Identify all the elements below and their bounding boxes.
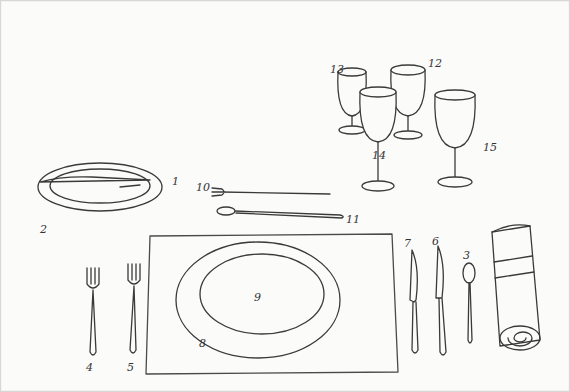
callout-number: 3	[463, 250, 470, 262]
callout-number: 14	[372, 150, 386, 162]
callout-number: 1	[172, 176, 179, 188]
callout-number: 9	[254, 292, 261, 304]
callout-number: 5	[127, 362, 134, 374]
callout-number: 13	[330, 64, 344, 76]
callout-number: 10	[196, 182, 210, 194]
callout-number: 2	[40, 224, 47, 236]
callout-number: 11	[346, 214, 360, 226]
dessert-cutlery	[212, 188, 343, 218]
napkin	[492, 225, 540, 350]
placemat	[146, 234, 398, 374]
bread-plate	[38, 163, 162, 211]
callout-number: 12	[428, 58, 442, 70]
knives-spoon	[410, 246, 475, 355]
callout-number: 4	[86, 362, 93, 374]
forks	[87, 264, 140, 355]
callout-number: 7	[404, 238, 411, 250]
callout-number: 8	[199, 338, 206, 350]
dinner-plate	[176, 242, 340, 358]
callout-number: 15	[483, 142, 497, 154]
callout-number: 6	[432, 236, 439, 248]
glasses	[338, 65, 475, 191]
